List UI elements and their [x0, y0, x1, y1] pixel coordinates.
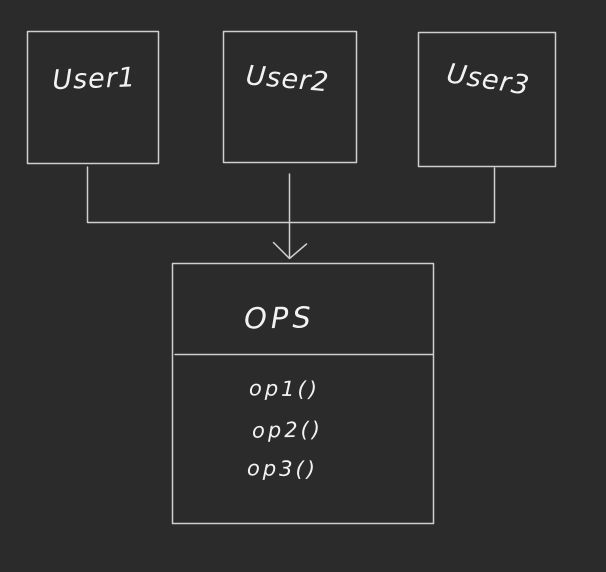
actor-label-user1: User1 — [52, 62, 137, 96]
arrow-head — [272, 241, 308, 260]
class-box-ops — [171, 262, 435, 525]
actor-box-user2 — [222, 30, 358, 164]
actor-box-user3 — [417, 31, 557, 168]
method-label-op3: op3() — [247, 456, 318, 481]
actor-label-user3: User3 — [444, 58, 532, 102]
actor-box-user1 — [26, 30, 160, 165]
connector-bus-line — [86, 166, 496, 224]
method-label-op2: op2() — [252, 417, 323, 442]
actor-label-user2: User2 — [245, 60, 331, 98]
class-title-ops: OPS — [244, 300, 315, 335]
method-label-op1: op1() — [249, 376, 320, 401]
